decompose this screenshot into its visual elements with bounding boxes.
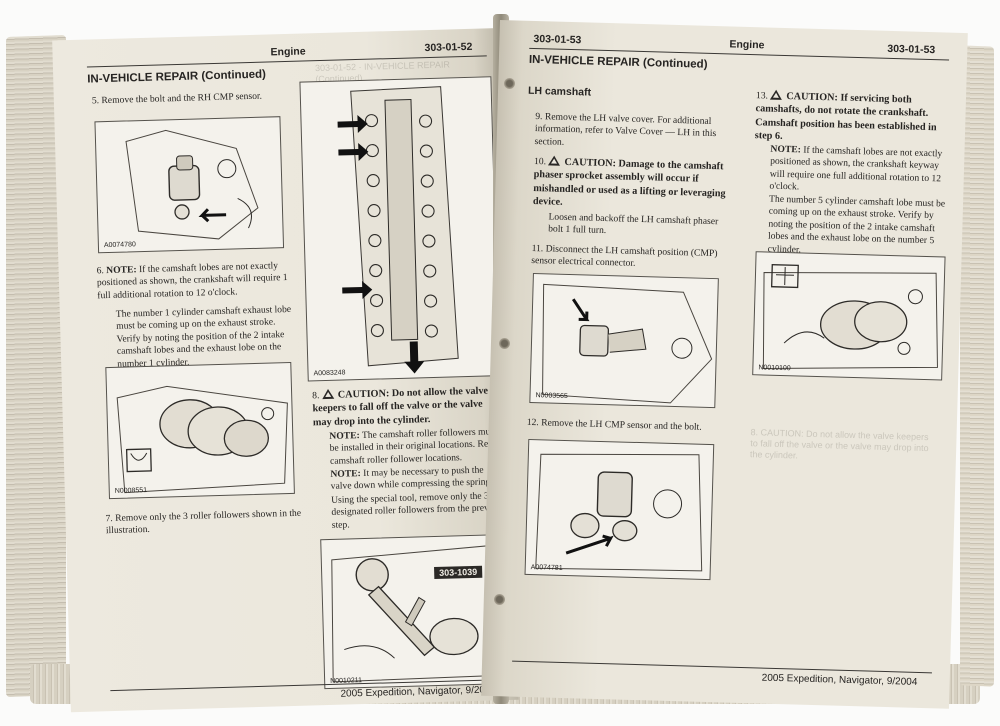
figure-rh-cmp-sensor: A0074780 xyxy=(94,116,285,254)
figure-camshaft-lobes-rh: N0008551 xyxy=(105,361,295,500)
step-8-caution: CAUTION: Do not allow the valve keepers … xyxy=(312,385,489,429)
step-10-caution: CAUTION: Damage to the camshaft phaser s… xyxy=(532,156,726,209)
step-8: 8. CAUTION: Do not allow the valve keepe… xyxy=(312,384,503,430)
step-5: 5. Remove the bolt and the RH CMP sensor… xyxy=(91,90,263,107)
step-12: 12. Remove the LH CMP sensor and the bol… xyxy=(526,416,702,433)
left-page-number: 303-01-52 xyxy=(424,40,473,55)
figure-id: A0074781 xyxy=(530,564,563,572)
figure-id: N0010100 xyxy=(758,364,791,373)
step-10: 10. CAUTION: Damage to the camshaft phas… xyxy=(533,155,734,214)
caution-triangle-icon xyxy=(321,388,334,400)
right-footer: 2005 Expedition, Navigator, 9/2004 xyxy=(761,672,918,688)
page-stack-right-edge xyxy=(960,45,994,687)
step-8-body: Using the special tool, remove only the … xyxy=(330,490,505,531)
note-label: NOTE: xyxy=(330,468,361,480)
binder-hole xyxy=(499,338,510,349)
figure-roller-followers: A0083248 xyxy=(299,76,500,382)
right-page-section: Engine xyxy=(729,38,765,52)
show-through-text: 8. CAUTION: Do not allow the valve keepe… xyxy=(749,427,929,461)
step-6: 6. NOTE: If the camshaft lobes are not e… xyxy=(96,260,297,303)
note-label: NOTE: xyxy=(770,143,802,156)
left-page: Engine 303-01-52 IN-VEHICLE REPAIR (Cont… xyxy=(52,28,519,713)
right-page-number: 303-01-53 xyxy=(533,32,582,47)
step-9: 9. Remove the LH valve cover. For additi… xyxy=(534,111,717,148)
lh-camshaft-heading: LH camshaft xyxy=(527,84,592,99)
step-10-body: Loosen and backoff the LH camshaft phase… xyxy=(548,211,719,237)
figure-camshaft-lobes-lh: N0010100 xyxy=(752,251,946,381)
caution-triangle-icon xyxy=(548,155,561,166)
right-continued-heading: IN-VEHICLE REPAIR (Continued) xyxy=(528,53,708,71)
step-8-note-2: NOTE: It may be necessary to push the va… xyxy=(330,464,507,494)
figure-id: A0083248 xyxy=(313,369,346,378)
step-11: 11. Disconnect the LH camshaft position … xyxy=(531,242,718,270)
step-6-note-label: NOTE: xyxy=(106,264,137,277)
figure-id: N0008551 xyxy=(114,487,148,495)
step-10-number: 10. xyxy=(533,156,547,168)
figure-lh-cmp-connector: N0003565 xyxy=(529,273,719,409)
step-8-number: 8. xyxy=(312,390,320,402)
figure-id: A0074780 xyxy=(103,241,136,250)
binder-hole xyxy=(504,78,515,89)
note-label: NOTE: xyxy=(329,430,360,442)
step-13-body: The number 5 cylinder camshaft lobe must… xyxy=(767,193,946,256)
step-7: 7. Remove only the 3 roller followers sh… xyxy=(105,507,302,537)
tool-number-tag: 303-1039 xyxy=(434,565,483,580)
figure-id: N0003565 xyxy=(535,392,568,401)
step-8-note-1: NOTE: The camshaft roller followers must… xyxy=(329,426,506,468)
step-13-number: 13. xyxy=(755,90,769,102)
figure-special-tool: 303-1039 N0010211 xyxy=(320,534,511,690)
footer-rule xyxy=(512,660,932,674)
step-6-body: The number 1 cylinder camshaft exhaust l… xyxy=(115,303,292,370)
binder-hole xyxy=(494,594,505,605)
left-page-section: Engine xyxy=(270,45,306,59)
step-6-number: 6. xyxy=(96,265,104,277)
right-page-number-outer: 303-01-53 xyxy=(887,42,936,57)
right-page: 303-01-53 Engine 303-01-53 IN-VEHICLE RE… xyxy=(481,20,968,709)
step-13-note: NOTE: If the camshaft lobes are not exac… xyxy=(769,144,954,199)
step-13: 13. CAUTION: If servicing both camshafts… xyxy=(755,89,956,148)
figure-lh-cmp-sensor: A0074781 xyxy=(524,438,715,581)
caution-triangle-icon xyxy=(770,89,783,100)
left-continued-heading: IN-VEHICLE REPAIR (Continued) xyxy=(87,68,267,86)
